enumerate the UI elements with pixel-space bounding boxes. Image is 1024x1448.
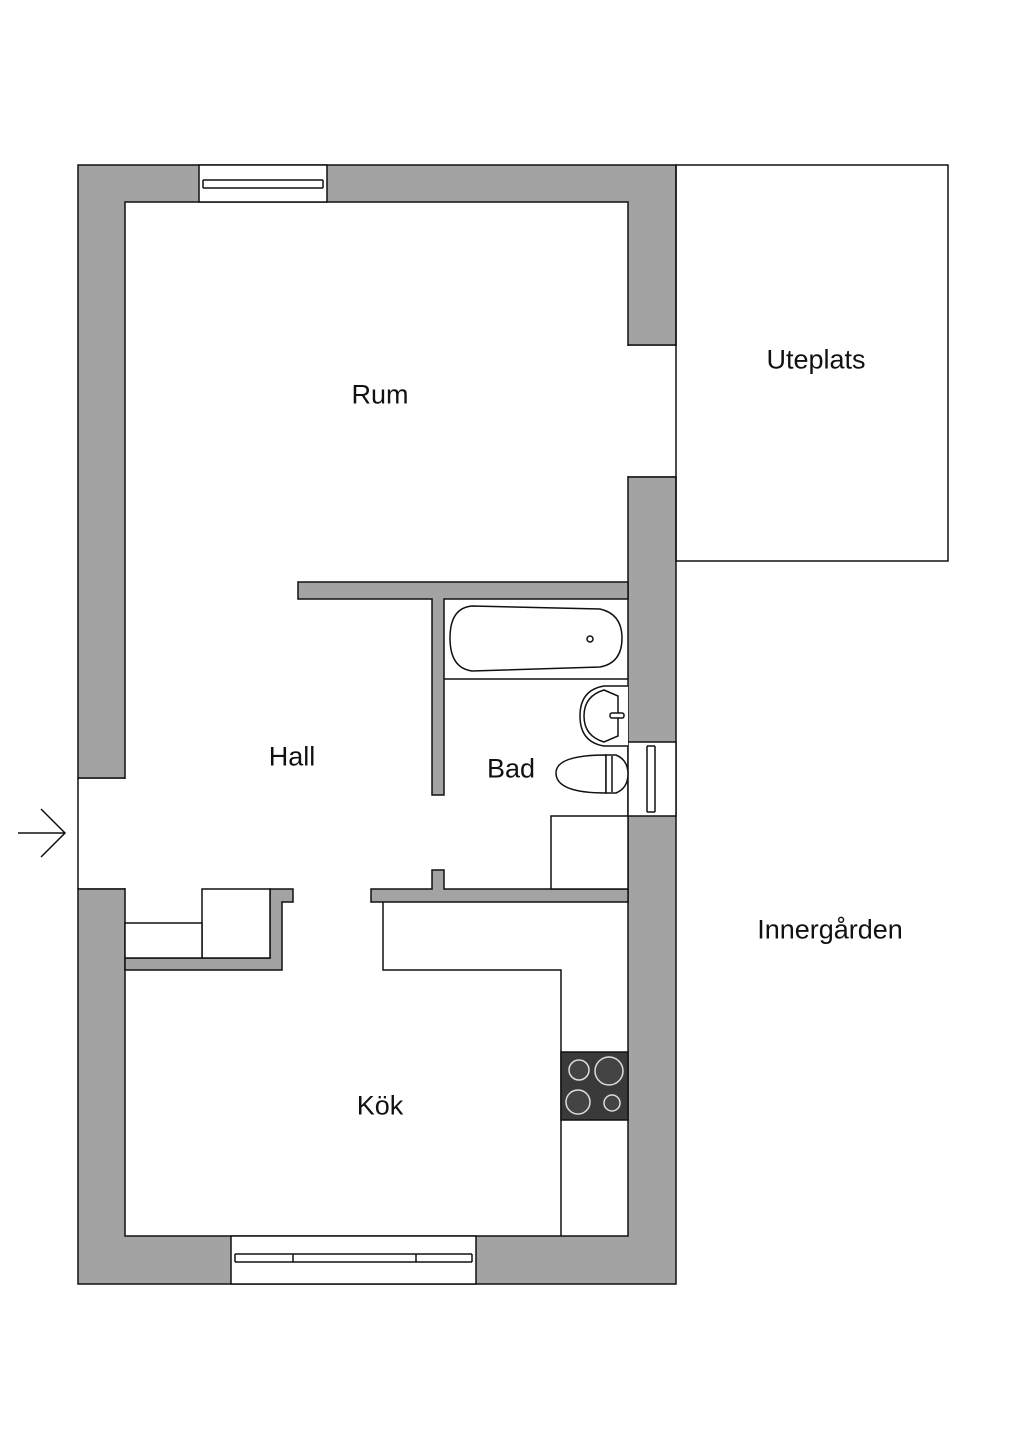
interior-floor	[124, 201, 629, 1237]
closet	[201, 888, 271, 959]
bathroom-cabinet	[550, 815, 629, 890]
window-bathroom	[627, 741, 677, 817]
window-top	[198, 164, 328, 203]
room-label-hall: Hall	[268, 741, 316, 772]
patio-opening	[627, 346, 677, 476]
stove	[560, 1051, 629, 1121]
sink	[579, 685, 628, 747]
entrance-opening	[77, 779, 126, 888]
interior-wall-hall-bath	[297, 581, 629, 796]
patio-outline	[675, 164, 949, 562]
room-label-uteplats: Uteplats	[766, 344, 866, 375]
arrow-right-icon	[18, 808, 67, 858]
room-label-kok: Kök	[356, 1090, 404, 1121]
bathtub-drain	[586, 635, 594, 643]
room-label-rum: Rum	[351, 379, 409, 410]
window-bottom	[230, 1235, 477, 1285]
bathtub	[449, 605, 623, 672]
interior-wall-kitchen	[370, 869, 629, 903]
toilet	[555, 754, 629, 794]
area-label-innergarden: Innergården	[757, 914, 903, 945]
closet-shelf	[124, 922, 203, 959]
room-label-bad: Bad	[486, 753, 536, 784]
